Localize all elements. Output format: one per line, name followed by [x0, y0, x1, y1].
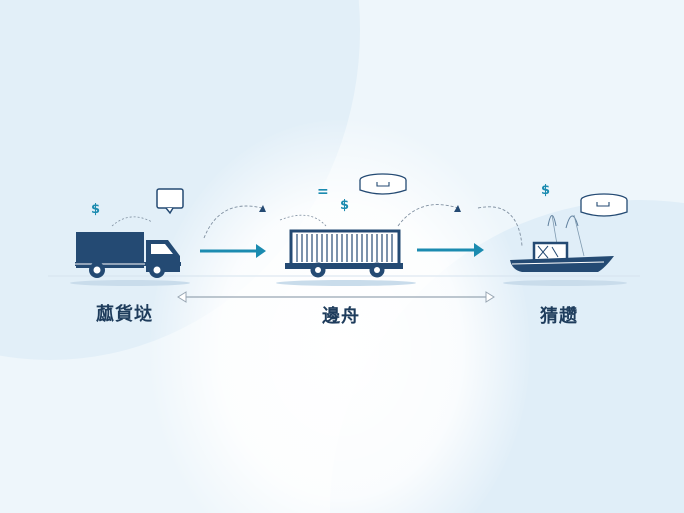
- flow-arrow: [200, 244, 266, 258]
- dollar-icon: $: [340, 198, 349, 213]
- container-tray-icon: [580, 193, 628, 217]
- stage-label-container: 邊舟: [322, 306, 360, 327]
- container-trailer-icon: [285, 229, 403, 278]
- container-tray-icon: [359, 173, 407, 195]
- dollar-icon: $: [91, 202, 100, 217]
- stage-label-truck: 蓏貨垯: [96, 304, 153, 325]
- background-glow: [150, 120, 530, 513]
- span-double-arrow: [177, 291, 495, 303]
- ship-icon: [510, 214, 614, 272]
- flow-arrow: [417, 243, 484, 257]
- dollar-icon: $: [541, 183, 550, 198]
- truck-icon: [75, 232, 181, 278]
- stage-label-ship: 猜趱: [540, 306, 578, 327]
- equals-icon: =: [317, 184, 329, 200]
- speech-bubble-icon: [156, 188, 184, 215]
